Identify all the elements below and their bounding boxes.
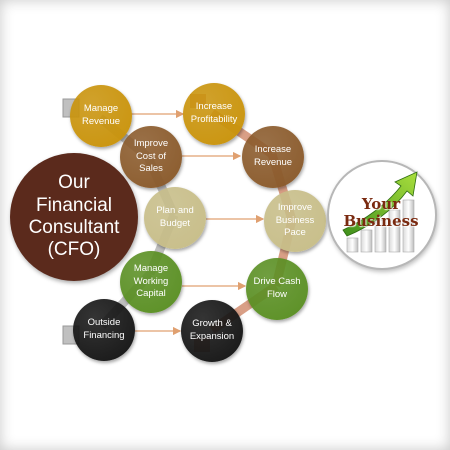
chart-bar-graphic xyxy=(346,237,359,253)
business-label-line: Your xyxy=(361,195,401,213)
node-label-line: Increase xyxy=(195,101,233,113)
node-label-line: Business xyxy=(275,214,315,226)
node-label-line: Manage xyxy=(133,262,169,274)
node-label-line: Growth & xyxy=(192,318,232,330)
chart-bar-graphic xyxy=(374,219,387,253)
node-growth-and-expansion: Growth &Expansion xyxy=(181,300,243,362)
node-label-line: Outside xyxy=(87,317,121,329)
node-label-line: Revenue xyxy=(253,157,293,168)
node-label-line: Revenue xyxy=(81,116,121,127)
your-business-label: Your Business xyxy=(325,196,437,229)
cfo-label: Our Financial Consultant (CFO) xyxy=(29,172,120,262)
node-label-line: Drive Cash xyxy=(253,276,301,288)
bar-chart-with-green-arrow-icon xyxy=(342,171,418,253)
chart-bar-graphic xyxy=(402,199,415,253)
node-label-line: Flow xyxy=(266,289,288,300)
node-label-line: Pace xyxy=(284,227,306,239)
business-label-line: Business xyxy=(343,211,419,230)
node-label-line: Increase xyxy=(254,144,292,156)
chart-bar-graphic xyxy=(388,209,401,253)
node-label-line: Capital xyxy=(136,288,166,300)
node-label-line: Cost of xyxy=(135,150,167,162)
node-label-line: Financing xyxy=(83,330,125,341)
node-label-line: Plan and xyxy=(156,205,194,217)
node-label-line: Improve xyxy=(133,137,169,149)
cfo-label-line: Our xyxy=(58,172,90,194)
node-label-line: Improve xyxy=(277,201,313,213)
cfo-circle: Our Financial Consultant (CFO) xyxy=(10,153,138,281)
node-label-line: Profitability xyxy=(190,114,238,125)
cfo-label-line: Financial xyxy=(35,194,113,216)
node-label-line: Working xyxy=(133,275,169,287)
node-label-line: Budget xyxy=(159,218,191,229)
node-label-line: Manage xyxy=(83,103,119,115)
chart-bar-graphic xyxy=(360,229,373,253)
node-label-line: Expansion xyxy=(189,331,235,342)
cfo-label-line: Consultant xyxy=(28,217,120,238)
flow-arrows xyxy=(131,109,265,336)
growth-arrow-graphic xyxy=(342,171,418,237)
node-label-line: Sales xyxy=(139,163,163,175)
cfo-label-line: (CFO) xyxy=(47,239,101,261)
